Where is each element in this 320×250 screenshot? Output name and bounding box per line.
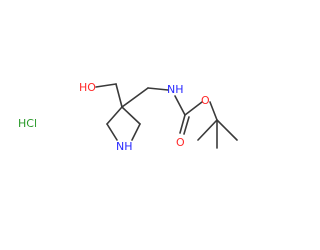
carbonyl-oxygen-label: O <box>176 136 185 149</box>
bond-ch2-nh <box>147 87 169 91</box>
bond-ring-2 <box>106 123 118 141</box>
structure-diagram: HCl HO NH NH O O <box>18 81 238 153</box>
bond-ring-3 <box>131 123 141 141</box>
bond-ho-ch2 <box>95 83 117 88</box>
bond-tbu-1 <box>197 119 218 141</box>
bond-nh-carbonyl <box>174 95 186 116</box>
bond-ring-4 <box>121 106 141 125</box>
bond-quaternary-ch2 <box>121 87 149 108</box>
bond-ester-o-c <box>209 101 218 121</box>
bond-carbonyl-o-2 <box>183 116 190 135</box>
hcl-label: HCl <box>18 117 37 130</box>
bond-ch2-quaternary <box>115 83 123 108</box>
bond-tbu-2 <box>216 119 238 141</box>
bond-ring-1 <box>106 106 123 125</box>
bond-set <box>95 83 238 149</box>
ring-nh-label: NH <box>116 140 133 153</box>
hydroxyl-label: HO <box>79 81 96 94</box>
bond-carbonyl-o-1 <box>179 114 186 134</box>
amine-nh-label: NH <box>167 83 184 96</box>
bond-carbonyl-ester-o <box>184 101 203 116</box>
ester-oxygen-label: O <box>201 94 210 107</box>
